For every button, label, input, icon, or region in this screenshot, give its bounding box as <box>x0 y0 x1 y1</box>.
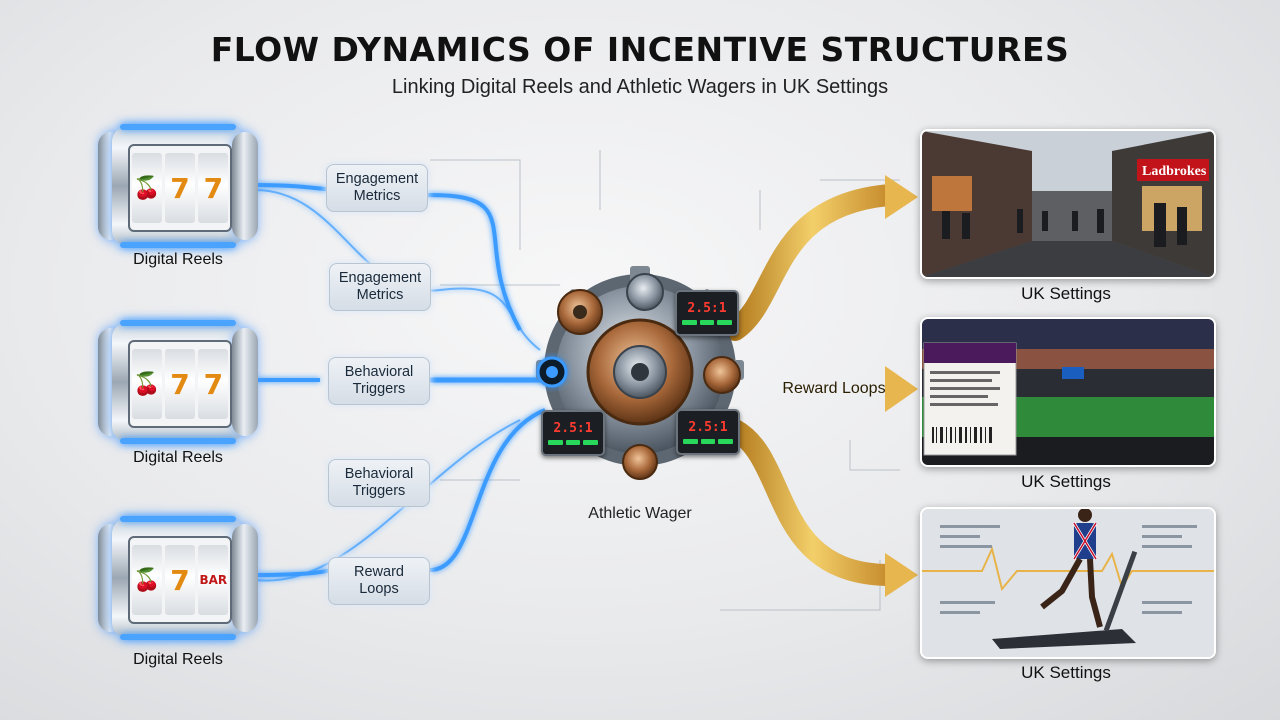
bar-symbol: BAR <box>198 545 229 615</box>
slot-reel-3: 🍒 7 BAR <box>98 516 258 640</box>
page-title: FLOW DYNAMICS OF INCENTIVE STRUCTURES <box>210 30 1070 69</box>
cherry-icon: 🍒 <box>131 349 162 419</box>
shop-sign-text: Ladbrokes <box>1142 164 1207 179</box>
gold-arrowhead-top <box>885 175 918 219</box>
gold-flow-arrows <box>724 175 918 597</box>
panel-label-3: UK Settings <box>1021 663 1111 682</box>
stadium-scene-image <box>922 319 1214 465</box>
cherry-icon: 🍒 <box>131 153 162 223</box>
gold-arrow-bottom <box>724 419 901 586</box>
street-scene-image: Ladbrokes <box>922 131 1214 277</box>
panel-label-1: UK Settings <box>1021 284 1111 303</box>
uk-treadmill-panel <box>920 507 1216 659</box>
uk-stadium-panel <box>920 317 1216 467</box>
slot-reel-1: 🍒 7 7 <box>98 124 258 248</box>
panel-label-2: UK Settings <box>1021 472 1111 491</box>
uk-street-panel: Ladbrokes <box>920 129 1216 279</box>
seven-symbol: 7 <box>164 545 195 615</box>
cherry-icon: 🍒 <box>131 545 162 615</box>
gold-arrowhead-middle <box>885 366 918 412</box>
odds-display-2: 2.5:1 <box>541 410 605 456</box>
seven-symbol: 7 <box>198 153 229 223</box>
hub-label: Athletic Wager <box>588 505 692 522</box>
page-subtitle: Linking Digital Reels and Athletic Wager… <box>391 76 889 98</box>
reward-loops-tag: Reward Loops <box>782 380 886 397</box>
reel-label-2: Digital Reels <box>133 449 223 466</box>
gold-arrow-top <box>724 184 901 341</box>
seven-symbol: 7 <box>198 349 229 419</box>
seven-symbol: 7 <box>164 153 195 223</box>
blue-flow-lines <box>254 183 546 582</box>
treadmill-scene-image <box>922 509 1214 657</box>
seven-symbol: 7 <box>164 349 195 419</box>
gold-arrowhead-bottom <box>885 553 918 597</box>
slot-reel-2: 🍒 7 7 <box>98 320 258 444</box>
odds-display-3: 2.5:1 <box>676 409 740 455</box>
reel-label-3: Digital Reels <box>133 651 223 668</box>
reel-label-1: Digital Reels <box>133 251 223 268</box>
odds-display-1: 2.5:1 <box>675 290 739 336</box>
